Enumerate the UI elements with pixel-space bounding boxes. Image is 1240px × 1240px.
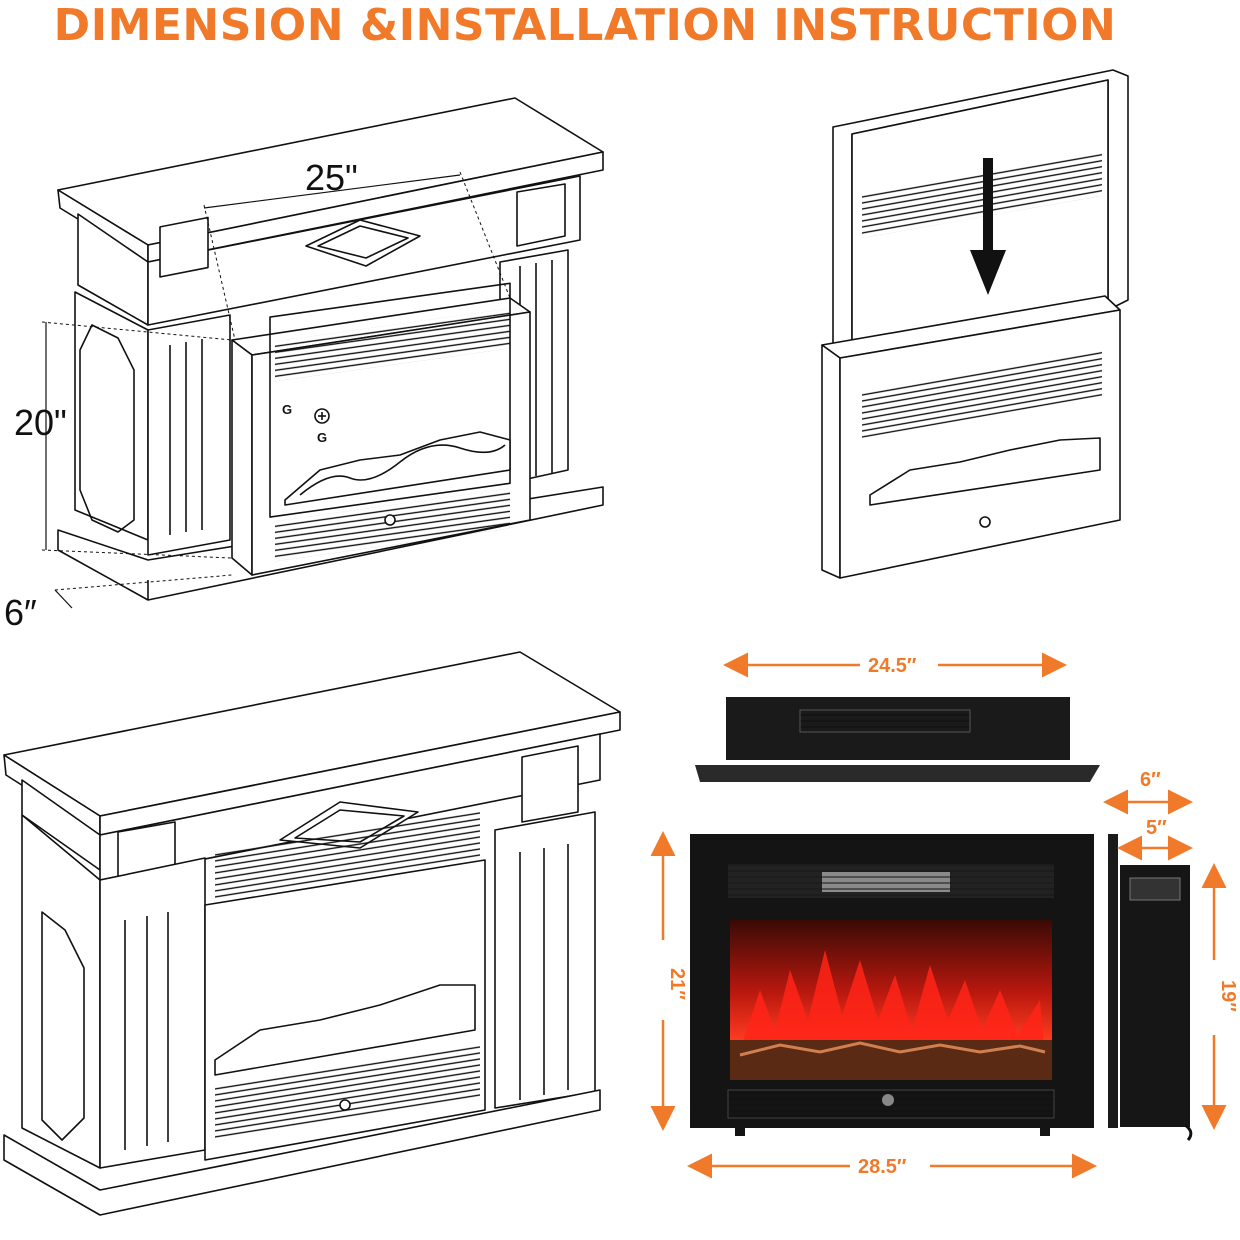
panel-insert-dimensions	[650, 652, 1227, 1179]
panel-mantel-installation	[41, 97, 604, 609]
assembled-base	[3, 1089, 601, 1216]
width-dimension-label: 25"	[305, 157, 358, 198]
g-label-a: G	[282, 402, 292, 417]
panel-assembled-mantel	[3, 651, 621, 1216]
panel-frame-attachment	[821, 69, 1129, 579]
side-depth-outer-label: 6″	[1140, 769, 1161, 791]
height-dimension-label: 20"	[14, 402, 67, 443]
down-arrow-icon	[970, 250, 1006, 295]
side-height-label: 19″	[1217, 980, 1239, 1012]
logs	[284, 431, 511, 506]
front-height-label: 21″	[666, 968, 688, 1000]
top-width-label: 24.5″	[868, 655, 917, 677]
depth-dimension-label: 6″	[4, 592, 37, 633]
left-column-front	[147, 314, 231, 556]
front-width-label: 28.5″	[858, 1156, 907, 1178]
side-depth-inner-label: 5″	[1146, 817, 1167, 839]
insert-side-view	[1108, 834, 1118, 1128]
g-label-b: G	[317, 430, 327, 445]
page-title: DIMENSION &INSTALLATION INSTRUCTION	[53, 0, 1117, 51]
